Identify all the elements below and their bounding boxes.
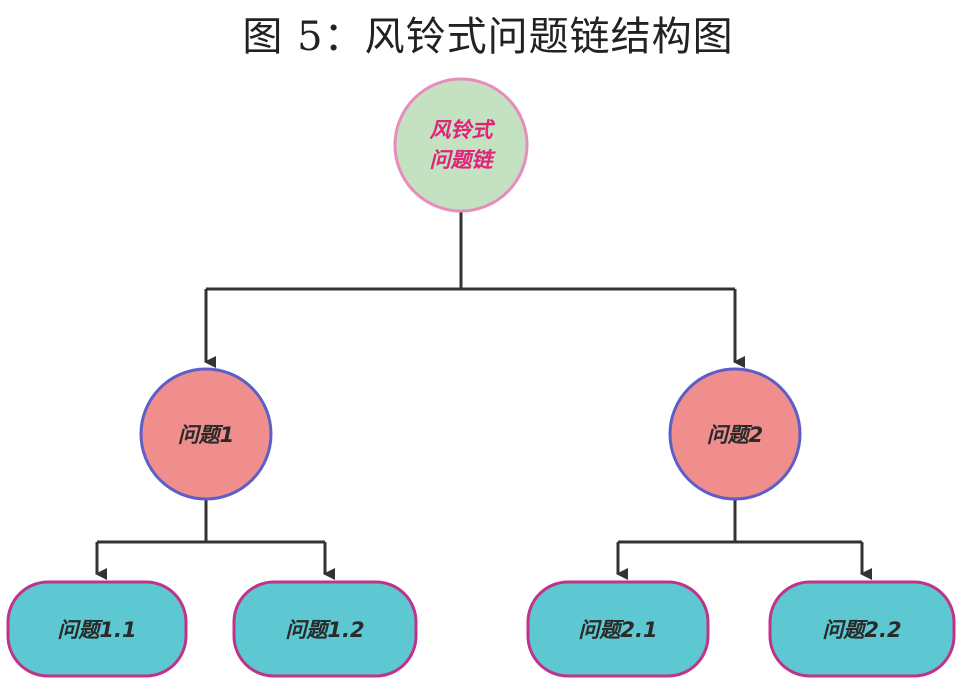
question-2-1-node: 问题2.1 bbox=[526, 580, 710, 678]
question-1-1-node: 问题1.1 bbox=[6, 580, 188, 678]
question-2-2-label: 问题2.2 bbox=[822, 618, 901, 642]
question-2-node: 问题2 bbox=[668, 367, 802, 501]
question-2-1-label: 问题2.1 bbox=[578, 618, 657, 642]
question-2-1-box bbox=[526, 580, 710, 678]
question-2-2-box bbox=[768, 580, 956, 678]
question-2-2-node: 问题2.2 bbox=[768, 580, 956, 678]
question-1-1-label: 问题1.1 bbox=[57, 618, 136, 642]
connectors-q2 bbox=[616, 500, 872, 580]
question-2-label: 问题2 bbox=[707, 423, 764, 447]
connectors-root bbox=[204, 212, 745, 368]
question-1-2-box bbox=[232, 580, 418, 678]
root-node: 风铃式 问题链 bbox=[393, 77, 529, 213]
question-1-2-label: 问题1.2 bbox=[285, 618, 364, 642]
connectors-q1 bbox=[95, 500, 335, 580]
question-1-2-node: 问题1.2 bbox=[232, 580, 418, 678]
root-node-label-line1: 风铃式 bbox=[430, 118, 496, 142]
question-1-1-box bbox=[6, 580, 188, 678]
question-1-circle bbox=[139, 367, 273, 501]
root-node-label-line2: 问题链 bbox=[430, 148, 497, 172]
question-2-circle bbox=[668, 367, 802, 501]
question-1-label: 问题1 bbox=[178, 423, 235, 447]
question-1-node: 问题1 bbox=[139, 367, 273, 501]
figure-title: 图 5：风铃式问题链结构图 bbox=[242, 14, 734, 60]
root-node-circle bbox=[393, 77, 529, 213]
